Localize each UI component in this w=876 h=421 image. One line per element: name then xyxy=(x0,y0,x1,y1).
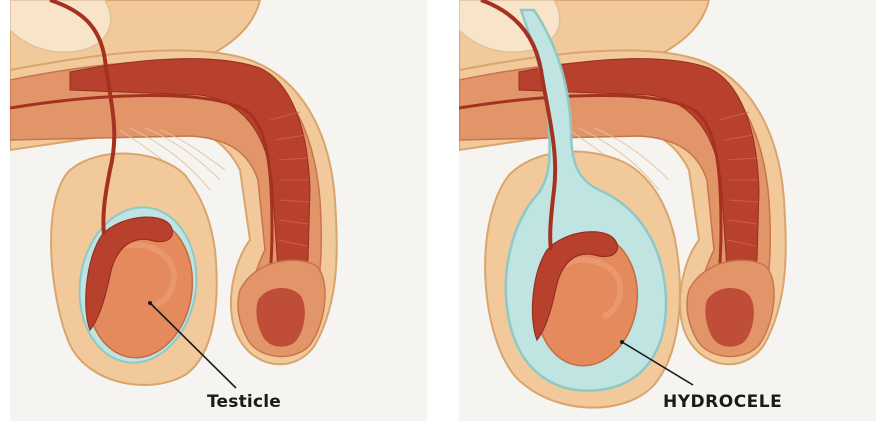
hydrocele-label: HYDROCELE xyxy=(663,392,782,412)
testicle-pointer-dot xyxy=(148,301,152,305)
testicle-label: Testicle xyxy=(207,392,281,412)
hydrocele-illustration xyxy=(459,0,876,421)
hydrocele-panel: HYDROCELE xyxy=(459,0,876,421)
hydrocele-pointer-dot xyxy=(620,340,624,344)
normal-anatomy-illustration xyxy=(10,0,427,421)
normal-anatomy-panel: Testicle xyxy=(10,0,427,421)
